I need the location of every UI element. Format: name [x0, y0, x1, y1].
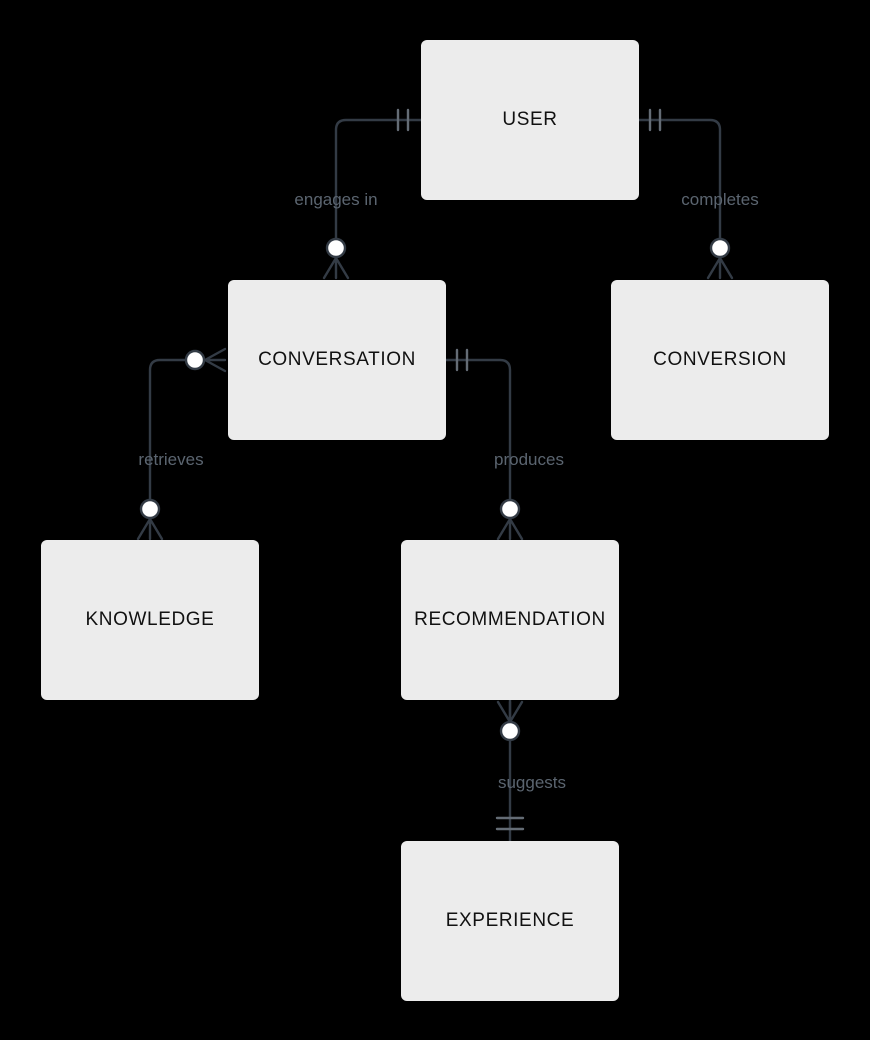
entity-user-label: USER	[502, 109, 558, 130]
entity-knowledge-label: KNOWLEDGE	[85, 609, 215, 630]
connector-engages-in	[322, 108, 423, 280]
entity-conversion-label: CONVERSION	[653, 349, 787, 370]
marker-zero-or-many-produces	[496, 498, 524, 541]
relationship-label-produces: produces	[494, 450, 564, 469]
entity-conversation[interactable]: CONVERSATION	[228, 280, 446, 440]
relationship-label-completes: completes	[681, 190, 759, 209]
marker-zero-or-many-suggests	[496, 700, 524, 742]
connector-produces	[444, 348, 524, 541]
connector-retrieves	[136, 347, 227, 541]
entity-recommendation[interactable]: RECOMMENDATION	[401, 540, 619, 700]
entity-recommendation-label: RECOMMENDATION	[414, 609, 606, 630]
relationship-label-suggests: suggests	[497, 773, 567, 792]
entity-conversation-label: CONVERSATION	[258, 349, 416, 370]
entity-experience[interactable]: EXPERIENCE	[401, 841, 619, 1001]
connector-suggests	[495, 698, 525, 843]
entity-conversion[interactable]: CONVERSION	[611, 280, 829, 440]
entity-user[interactable]: USER	[421, 40, 639, 200]
entity-experience-label: EXPERIENCE	[445, 910, 575, 931]
relationship-label-retrieves: retrieves	[138, 450, 204, 469]
marker-zero-or-many-retrieves-knowledge	[136, 498, 164, 541]
entity-knowledge[interactable]: KNOWLEDGE	[41, 540, 259, 700]
marker-zero-or-many-engages-in	[322, 237, 350, 280]
marker-zero-or-many-retrieves-conversation	[184, 347, 227, 373]
marker-zero-or-many-completes	[706, 237, 734, 280]
marker-one-and-only-one-engages-in	[396, 108, 410, 132]
marker-one-and-only-one-suggests	[495, 816, 525, 831]
relationship-label-engages-in: engages in	[294, 190, 378, 209]
connector-completes	[637, 108, 734, 280]
marker-one-and-only-one-produces	[455, 348, 469, 372]
marker-one-and-only-one-completes	[648, 108, 662, 132]
